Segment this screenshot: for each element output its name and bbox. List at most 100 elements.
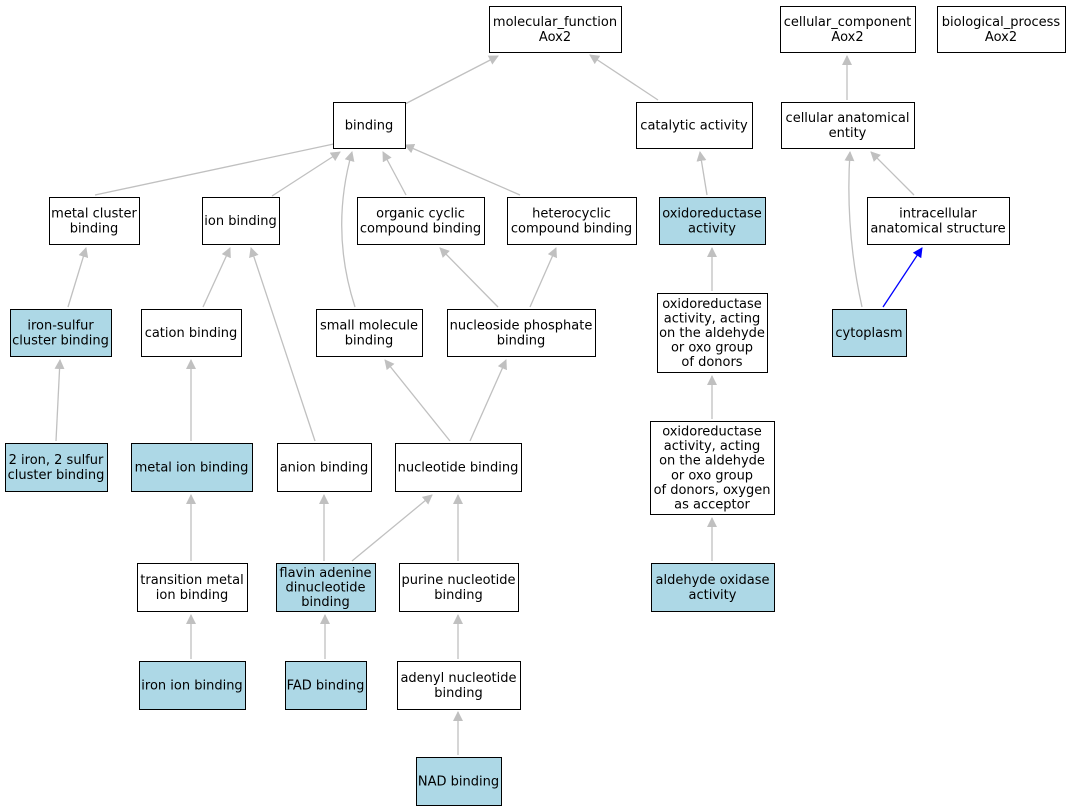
node-label-line: oxidoreductase: [662, 207, 762, 222]
node-label-line: on the aldehyde: [659, 454, 765, 469]
node-box: [650, 421, 775, 515]
node-label-line: cluster binding: [8, 468, 105, 483]
node-box: [780, 6, 916, 53]
node-box: [202, 197, 280, 245]
node-label-line: activity: [689, 588, 737, 603]
node-label-line: activity, acting: [664, 439, 761, 454]
node-label-line: transition metal: [140, 573, 243, 588]
node-cytoplasm[interactable]: cytoplasm: [832, 309, 907, 357]
node-ironion[interactable]: iron ion binding: [139, 661, 246, 710]
node-label-line: or oxo group: [671, 341, 753, 356]
node-box: [285, 661, 367, 710]
node-box: [416, 757, 502, 806]
node-label-line: cytoplasm: [835, 326, 902, 341]
edge-metalcluster-to-binding: [94, 138, 344, 196]
node-box: [489, 6, 622, 53]
node-label-line: cellular_component: [784, 15, 912, 30]
edge-binding-to-mf: [404, 55, 499, 105]
node-label-line: 2 iron, 2 sulfur: [9, 453, 104, 468]
node-box: [832, 309, 907, 357]
node-cationbinding[interactable]: cation binding: [141, 309, 242, 357]
node-box: [137, 563, 248, 612]
node-box: [333, 102, 406, 149]
node-nadbinding[interactable]: NAD binding: [416, 757, 502, 806]
node-box: [507, 197, 637, 245]
node-label-line: as acceptor: [674, 498, 750, 513]
node-label-line: NAD binding: [418, 775, 499, 790]
node-label-line: organic cyclic: [376, 207, 465, 222]
node-fadbinding[interactable]: FAD binding: [285, 661, 367, 710]
node-box: [781, 102, 915, 149]
node-box: [139, 661, 246, 710]
edge-anionbinding-to-ionbinding: [249, 247, 316, 442]
node-metalion[interactable]: metal ion binding: [131, 443, 253, 492]
edge-heterocyclic-to-binding: [404, 144, 521, 196]
node-label-line: binding: [70, 221, 118, 236]
edge-catalytic-to-mf: [589, 54, 659, 101]
node-box: [397, 661, 521, 710]
node-label-line: activity, acting: [664, 311, 761, 326]
node-anionbinding[interactable]: anion binding: [277, 443, 372, 492]
node-box: [937, 6, 1066, 53]
node-label-line: biological_process: [942, 15, 1061, 30]
node-box: [5, 443, 108, 492]
node-box: [131, 443, 253, 492]
node-label-line: Aox2: [539, 30, 571, 45]
node-catalytic[interactable]: catalytic activity: [636, 102, 753, 149]
node-label-line: nucleotide binding: [398, 461, 519, 476]
node-label-line: small molecule: [320, 319, 418, 334]
edge-flavin-to-nucleotidebinding: [351, 494, 433, 562]
node-label-line: of donors: [681, 355, 742, 370]
edge-organiccyclic-to-binding: [382, 151, 407, 196]
edge-cytoplasm-to-intracellular: [882, 247, 923, 308]
node-nucleotidebinding[interactable]: nucleotide binding: [395, 443, 522, 492]
node-label-line: oxidoreductase: [662, 297, 762, 312]
node-label-line: binding: [345, 333, 393, 348]
node-box: [657, 293, 768, 373]
edge-ironsulfur-to-metalcluster: [67, 247, 89, 308]
node-box: [636, 102, 753, 149]
node-label-line: heterocyclic: [532, 207, 611, 222]
node-label-line: metal ion binding: [135, 461, 249, 476]
node-box: [395, 443, 522, 492]
node-label-line: flavin adenine: [279, 566, 371, 581]
node-label-line: iron ion binding: [141, 679, 242, 694]
node-box: [659, 197, 766, 245]
node-label-line: or oxo group: [671, 468, 753, 483]
node-label-line: compound binding: [511, 221, 632, 236]
edges-layer: [54, 54, 923, 755]
node-label-line: on the aldehyde: [659, 326, 765, 341]
node-box: [141, 309, 242, 357]
node-box: [277, 443, 372, 492]
node-binding[interactable]: binding: [333, 102, 406, 149]
node-label-line: metal cluster: [51, 207, 137, 222]
edge-nucleosidephosphate-to-heterocyclic: [529, 247, 557, 308]
edge-cytoplasm-to-cae: [844, 151, 863, 308]
node-label-line: binding: [497, 333, 545, 348]
edge-fe2s2-to-ironsulfur: [54, 359, 65, 442]
node-ionbinding[interactable]: ion binding: [202, 197, 280, 245]
node-label-line: cluster binding: [12, 333, 109, 348]
node-box: [357, 197, 485, 245]
